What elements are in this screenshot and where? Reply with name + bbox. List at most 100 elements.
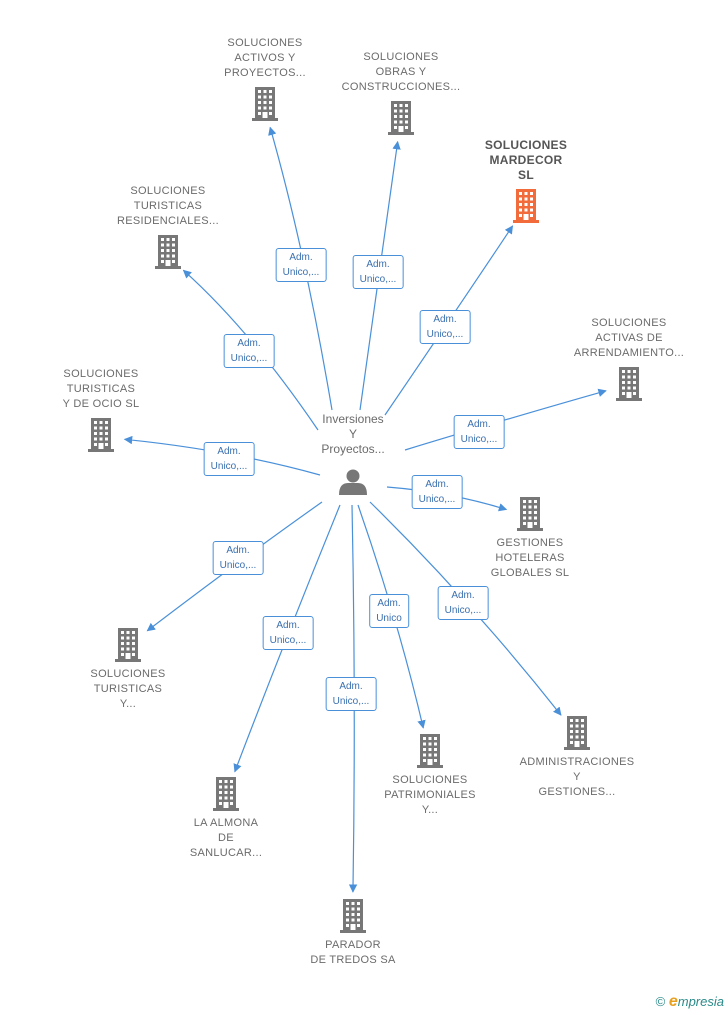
relation-label-patrimoniales[interactable]: Adm. Unico	[369, 594, 409, 628]
company-label-line: PROYECTOS...	[224, 67, 306, 79]
person-icon[interactable]	[339, 469, 367, 496]
building-icon[interactable]	[517, 497, 543, 531]
relation-label-line: Adm.	[451, 590, 475, 601]
relation-label-obras[interactable]: Adm.Unico,...	[352, 255, 404, 289]
company-label-hoteleras[interactable]: GESTIONES HOTELERAS GLOBALES SL	[491, 536, 570, 581]
relation-label-line: Unico,...	[418, 494, 456, 505]
logo-text: mpresia	[677, 994, 724, 1009]
company-label-turisticas_y[interactable]: SOLUCIONES TURISTICAS Y...	[90, 667, 165, 712]
company-label-line: SOLUCIONES	[90, 668, 166, 680]
relation-label-mardecor[interactable]: Adm. Unico,...	[419, 310, 471, 344]
building-icon[interactable]	[213, 777, 239, 811]
relation-label-turisticas_y[interactable]: Adm. Unico,...	[212, 541, 264, 575]
building-icon[interactable]	[340, 899, 366, 933]
relation-label-line: Adm.	[433, 314, 457, 325]
relation-label-line: Unico,...	[332, 696, 370, 707]
company-label-line: HOTELERAS	[495, 552, 565, 564]
company-label-line: SOLUCIONES	[484, 138, 568, 152]
company-label-line: OBRAS Y	[375, 66, 427, 78]
company-label-line: RESIDENCIALES...	[117, 215, 219, 227]
company-label-line: Y	[573, 771, 581, 783]
company-label-line: SANLUCAR...	[189, 847, 263, 859]
empresia-logo: © empresia	[656, 993, 724, 1011]
edge-arrendamiento	[404, 388, 607, 451]
relation-label-line: Unico,...	[269, 635, 307, 646]
relation-label-line: Unico,...	[219, 560, 257, 571]
relation-label-arrendamiento[interactable]: Adm. Unico,...	[453, 415, 505, 449]
company-label-line: DE TREDOS SA	[310, 954, 396, 966]
company-label-administraciones[interactable]: ADMINISTRACIONES Y GESTIONES...	[520, 755, 635, 800]
company-label-line: Y...	[421, 804, 439, 816]
company-label-line: SOLUCIONES	[63, 368, 139, 380]
relation-label-line: Unico	[376, 613, 402, 624]
building-icon[interactable]	[88, 418, 114, 452]
relation-label-activos[interactable]: Adm. Unico,...	[275, 248, 327, 282]
company-label-almona[interactable]: LA ALMONA DE SANLUCAR...	[190, 816, 262, 861]
relation-label-almona[interactable]: Adm. Unico,...	[262, 616, 314, 650]
company-label-line: GLOBALES SL	[490, 567, 570, 579]
relation-label-line: Adm.	[366, 259, 390, 270]
company-label-line: TURISTICAS	[133, 200, 203, 212]
relation-label-parador[interactable]: Adm. Unico,...	[325, 677, 377, 711]
company-label-line: ACTIVOS Y	[234, 52, 296, 64]
company-label-line: SOLUCIONES	[363, 51, 439, 63]
company-label-line: SOLUCIONES	[591, 317, 667, 329]
relation-label-line: Adm.	[276, 620, 300, 631]
relation-label-residenciales[interactable]: Adm. Unico,...	[223, 334, 275, 368]
relation-label-line: Adm.	[237, 338, 261, 349]
relation-label-line: Adm.	[425, 479, 449, 490]
company-label-line: MARDECOR	[489, 153, 563, 167]
relation-label-line: Adm.	[377, 598, 401, 609]
building-icon[interactable]	[115, 628, 141, 662]
company-label-line: PATRIMONIALES	[384, 789, 476, 801]
building-icon[interactable]	[252, 87, 278, 121]
company-label-line: SOLUCIONES	[130, 185, 206, 197]
building-icon[interactable]	[388, 101, 414, 135]
relation-label-line: Unico,...	[210, 461, 248, 472]
relation-label-line: Adm.	[289, 252, 313, 263]
company-label-line: ARRENDAMIENTO...	[573, 347, 685, 359]
center-label-line: Proyectos...	[321, 442, 385, 456]
relation-label-line: Unico,...	[444, 605, 482, 616]
relation-label-line: Unico,...	[460, 434, 498, 445]
company-label-line: GESTIONES	[496, 537, 564, 549]
relation-label-line: Adm.	[467, 419, 491, 430]
company-label-patrimoniales[interactable]: SOLUCIONES PATRIMONIALES Y...	[384, 773, 476, 818]
building-icon[interactable]	[155, 235, 181, 269]
company-label-line: Y...	[119, 698, 137, 710]
relation-label-line: Adm.	[217, 446, 241, 457]
company-label-residenciales[interactable]: SOLUCIONES TURISTICAS RESIDENCIALES...	[117, 184, 219, 229]
company-label-obras[interactable]: SOLUCIONES OBRAS Y CONSTRUCCIONES...	[342, 50, 461, 95]
relation-label-administraciones[interactable]: Adm. Unico,...	[437, 586, 489, 620]
company-label-line: SL	[518, 168, 534, 182]
relation-label-line: Unico,...	[282, 267, 320, 278]
relation-label-line: Unico,...	[426, 329, 464, 340]
relation-label-line: Adm.	[226, 545, 250, 556]
company-label-line: ADMINISTRACIONES	[519, 756, 635, 768]
building-icon[interactable]	[417, 734, 443, 768]
company-label-line: SOLUCIONES	[227, 37, 303, 49]
company-label-line: DE	[218, 832, 234, 844]
company-label-line: TURISTICAS	[93, 683, 163, 695]
building-icon[interactable]	[616, 367, 642, 401]
building-icon[interactable]	[513, 189, 539, 223]
company-label-line: SOLUCIONES	[392, 774, 468, 786]
relation-label-hoteleras[interactable]: Adm. Unico,...	[411, 475, 463, 509]
edge-mardecor	[384, 225, 514, 416]
relation-label-ocio[interactable]: Adm. Unico,...	[203, 442, 255, 476]
company-label-line: CONSTRUCCIONES...	[341, 81, 461, 93]
company-label-line: GESTIONES...	[538, 786, 616, 798]
building-icon[interactable]	[564, 716, 590, 750]
company-label-activos[interactable]: SOLUCIONES ACTIVOS Y PROYECTOS...	[224, 36, 306, 81]
relation-label-line: Adm.	[339, 681, 363, 692]
center-label-line: Inversiones	[322, 412, 384, 426]
relation-label-line: Unico,...	[230, 353, 268, 364]
company-label-line: Y DE OCIO SL	[62, 398, 140, 410]
company-label-line: LA ALMONA	[193, 817, 259, 829]
